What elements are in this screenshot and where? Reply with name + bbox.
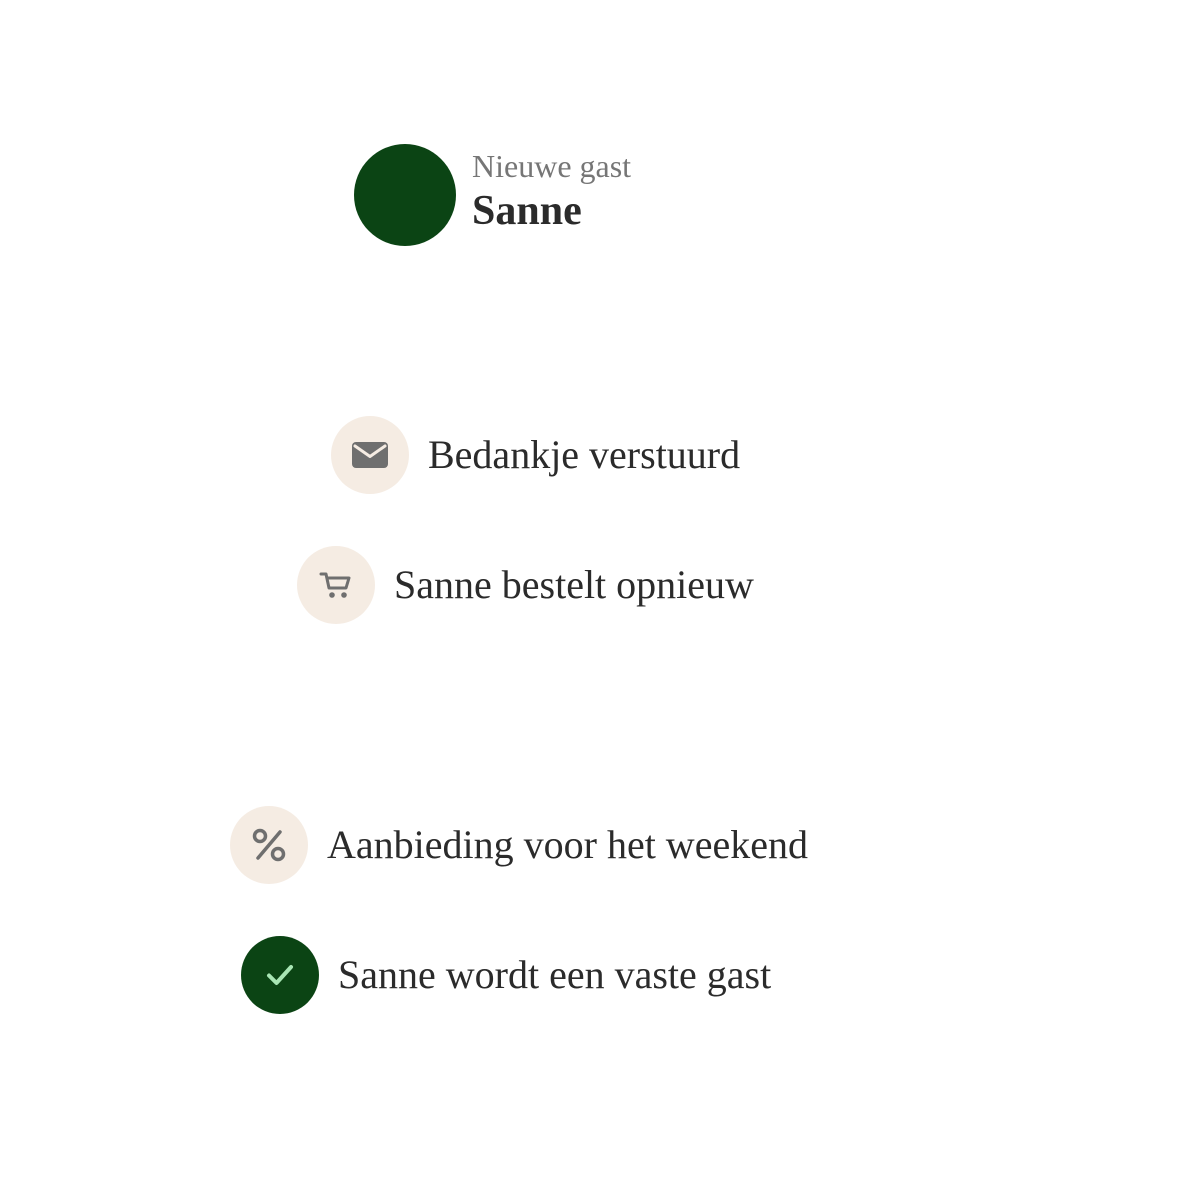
cart-icon: [297, 546, 375, 624]
guest-status-label: Nieuwe gast: [472, 148, 632, 184]
timeline-step-regular-guest: Sanne wordt een vaste gast: [241, 936, 771, 1014]
percent-icon: [230, 806, 308, 884]
step-label: Sanne wordt een vaste gast: [338, 952, 772, 997]
timeline-step-weekend-offer: Aanbieding voor het weekend: [230, 806, 808, 884]
guest-name: Sanne: [472, 188, 582, 234]
step-label: Sanne bestelt opnieuw: [394, 562, 754, 607]
check-icon: [241, 936, 319, 1014]
step-label: Aanbieding voor het weekend: [327, 822, 808, 867]
timeline-step-reorder: Sanne bestelt opnieuw: [297, 546, 754, 624]
guest-card: Nieuwe gast Sanne: [354, 144, 631, 246]
step-label: Bedankje verstuurd: [428, 432, 741, 477]
guest-info: Nieuwe gast Sanne: [472, 150, 631, 234]
envelope-icon: [331, 416, 409, 494]
avatar: [354, 144, 456, 246]
timeline-step-thank-you: Bedankje verstuurd: [331, 416, 740, 494]
